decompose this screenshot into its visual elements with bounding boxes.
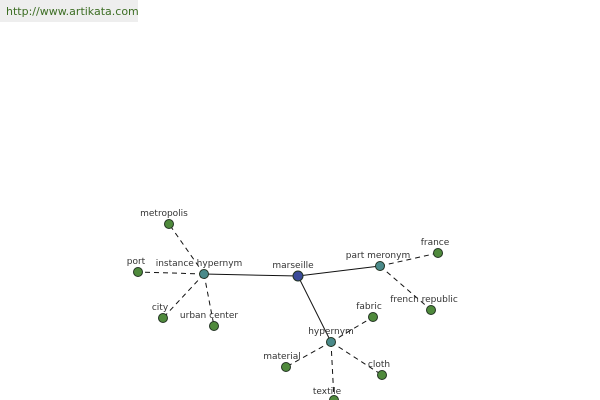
- term-label-fabric: fabric: [356, 302, 382, 312]
- term-node-metropolis[interactable]: [164, 219, 174, 229]
- graph-nodes: [133, 219, 443, 400]
- edge-fabric: [330, 316, 374, 343]
- edge-instance-hypernym: [203, 273, 299, 277]
- edge-city: [162, 273, 205, 319]
- term-label-metropolis: metropolis: [140, 209, 188, 219]
- term-node-textile[interactable]: [329, 395, 339, 400]
- term-label-city: city: [152, 303, 169, 313]
- edge-french-republic: [379, 265, 432, 311]
- edge-cloth: [330, 341, 383, 376]
- term-label-textile: textile: [313, 387, 342, 397]
- relation-label-instance-hypernym: instance hypernym: [156, 259, 243, 269]
- term-label-french-republic: french republic: [390, 295, 458, 305]
- url-banner: http://www.artikata.com: [0, 0, 139, 22]
- term-label-urban-center: urban center: [180, 311, 238, 321]
- center-label: marseille: [272, 261, 314, 271]
- term-node-france[interactable]: [433, 248, 443, 258]
- center-node-marseille[interactable]: [292, 270, 304, 282]
- term-node-cloth[interactable]: [377, 370, 387, 380]
- relation-label-hypernym: hypernym: [308, 327, 354, 337]
- edge-france: [379, 252, 439, 267]
- edge-hypernym: [297, 275, 332, 343]
- edge-textile: [330, 341, 335, 400]
- term-node-urban-center[interactable]: [209, 321, 219, 331]
- edge-port: [137, 271, 205, 275]
- term-node-city[interactable]: [158, 313, 168, 323]
- term-node-french-republic[interactable]: [426, 305, 436, 315]
- term-label-material: material: [263, 352, 301, 362]
- term-node-fabric[interactable]: [368, 312, 378, 322]
- term-node-port[interactable]: [133, 267, 143, 277]
- edge-metropolis: [168, 223, 205, 275]
- relation-label-part-meronym: part meronym: [346, 251, 410, 261]
- relation-node-instance-hypernym[interactable]: [199, 269, 209, 279]
- graph-edges: [137, 223, 439, 400]
- term-label-port: port: [127, 257, 146, 267]
- term-label-france: france: [421, 238, 450, 248]
- edge-part-meronym: [297, 265, 381, 277]
- term-label-cloth: cloth: [368, 360, 390, 370]
- relation-node-hypernym[interactable]: [326, 337, 336, 347]
- term-node-material[interactable]: [281, 362, 291, 372]
- relation-node-part-meronym[interactable]: [375, 261, 385, 271]
- graph-labels: instance hypernym metropolis port city urban…: [127, 209, 458, 397]
- site-url-link[interactable]: http://www.artikata.com: [6, 4, 139, 18]
